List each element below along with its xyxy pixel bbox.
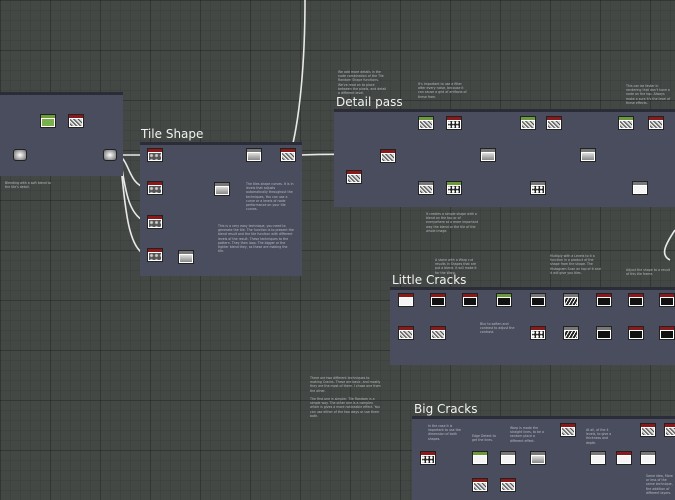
- node-detail-8[interactable]: [520, 116, 536, 130]
- node-detail-11[interactable]: [580, 148, 596, 162]
- frame-left-partial[interactable]: [0, 92, 123, 176]
- node-lc-10[interactable]: [398, 326, 414, 340]
- node-lc-12[interactable]: [530, 326, 546, 340]
- frame-title-little-cracks: Little Cracks: [392, 273, 467, 287]
- node-tile-out-2[interactable]: [280, 148, 296, 162]
- comment-big-b: Edge Detect to get the lines.: [472, 434, 496, 443]
- node-lc-13[interactable]: [563, 326, 579, 340]
- node-lc-6[interactable]: [563, 293, 579, 307]
- node-bc-9[interactable]: [640, 451, 656, 465]
- node-detail-5[interactable]: [480, 148, 496, 162]
- comment-tile-right: The tiles shape curves. It is in levels …: [246, 182, 294, 212]
- comment-little-cracks-mid: Blur to soften and contrast to adjust th…: [480, 322, 515, 335]
- node-lc-7[interactable]: [596, 293, 612, 307]
- node-tile-2[interactable]: [147, 181, 163, 195]
- frame-title-big-cracks: Big Cracks: [414, 402, 478, 416]
- node-tile-blend-2[interactable]: [178, 250, 194, 264]
- comment-detail-bottom-a: It creates a simple shape with a blend o…: [426, 212, 479, 233]
- node-bc-1[interactable]: [420, 451, 436, 465]
- node-lc-2[interactable]: [430, 293, 446, 307]
- comment-big-c: Warp is made the straight lines, to be a…: [510, 426, 544, 443]
- node-lc-5[interactable]: [530, 293, 546, 307]
- node-tile-3[interactable]: [147, 215, 163, 229]
- node-detail-13[interactable]: [648, 116, 664, 130]
- comment-detail-bottom-b: Multiply with a Levels to it a function …: [550, 254, 601, 275]
- node-lc-15[interactable]: [628, 326, 644, 340]
- node-bc-4[interactable]: [530, 451, 546, 465]
- node-green-1[interactable]: [40, 114, 56, 128]
- node-noise-1[interactable]: [68, 114, 84, 128]
- frame-title-tile-shape: Tile Shape: [141, 127, 204, 141]
- node-detail-2[interactable]: [346, 170, 362, 184]
- frame-title-detail-pass: Detail pass: [336, 95, 403, 109]
- node-detail-12[interactable]: [618, 116, 634, 130]
- node-tile-1[interactable]: [147, 148, 163, 162]
- comment-big-d: At all, of the 4 levels, to give a thick…: [586, 428, 612, 445]
- node-lc-11[interactable]: [430, 326, 446, 340]
- node-detail-3[interactable]: [418, 116, 434, 130]
- node-lc-3[interactable]: [462, 293, 478, 307]
- node-lc-1[interactable]: [398, 293, 414, 307]
- comment-detail-bottom-c: Adjust the shape to a result of this til…: [626, 268, 671, 277]
- node-lc-9[interactable]: [659, 293, 675, 307]
- node-lc-4[interactable]: [496, 293, 512, 307]
- node-lc-16[interactable]: [659, 326, 675, 340]
- node-bc-6[interactable]: [590, 451, 606, 465]
- node-blend-2[interactable]: [103, 149, 117, 161]
- comment-tile-bottom: This is a very easy technique, you need …: [218, 224, 294, 254]
- node-bc-2[interactable]: [472, 451, 488, 465]
- node-detail-14[interactable]: [632, 181, 648, 195]
- comment-big-e: Same idea, More or less of the same tech…: [646, 474, 673, 495]
- node-bc-5[interactable]: [560, 423, 576, 437]
- node-detail-6[interactable]: [418, 181, 434, 195]
- node-lc-14[interactable]: [596, 326, 612, 340]
- comment-little-cracks-top: A stone with a Warp cut results in Shape…: [435, 258, 477, 275]
- node-bc-10[interactable]: [664, 423, 675, 437]
- comment-detail-top-mid: It's important to use a filter after eve…: [418, 82, 467, 99]
- node-detail-1[interactable]: [380, 149, 396, 163]
- node-bc-3[interactable]: [500, 451, 516, 465]
- node-detail-4[interactable]: [446, 116, 462, 130]
- node-lc-8[interactable]: [628, 293, 644, 307]
- comment-big-a: In the case it is important to use the d…: [428, 424, 461, 441]
- node-tile-blend-1[interactable]: [214, 182, 230, 196]
- comment-detail-top-left: We add more details in the node combinat…: [338, 70, 387, 96]
- node-detail-10[interactable]: [530, 181, 546, 195]
- node-bc-12[interactable]: [500, 478, 516, 492]
- comment-detail-top-right: This can be faster in rendering that don…: [626, 84, 671, 105]
- node-bc-7[interactable]: [616, 451, 632, 465]
- node-bc-8[interactable]: [640, 423, 656, 437]
- comment-middle-left: There are two different techniques to ma…: [310, 376, 381, 418]
- node-tile-out-1[interactable]: [246, 148, 262, 162]
- node-tile-4[interactable]: [147, 248, 163, 262]
- node-bc-11[interactable]: [472, 478, 488, 492]
- frame-tile-shape[interactable]: [140, 142, 302, 276]
- node-detail-7[interactable]: [446, 181, 462, 195]
- comment-left-bottom: Blending with a soft blend to the tile's…: [5, 181, 51, 190]
- node-blend-1[interactable]: [13, 149, 27, 161]
- node-detail-9[interactable]: [546, 116, 562, 130]
